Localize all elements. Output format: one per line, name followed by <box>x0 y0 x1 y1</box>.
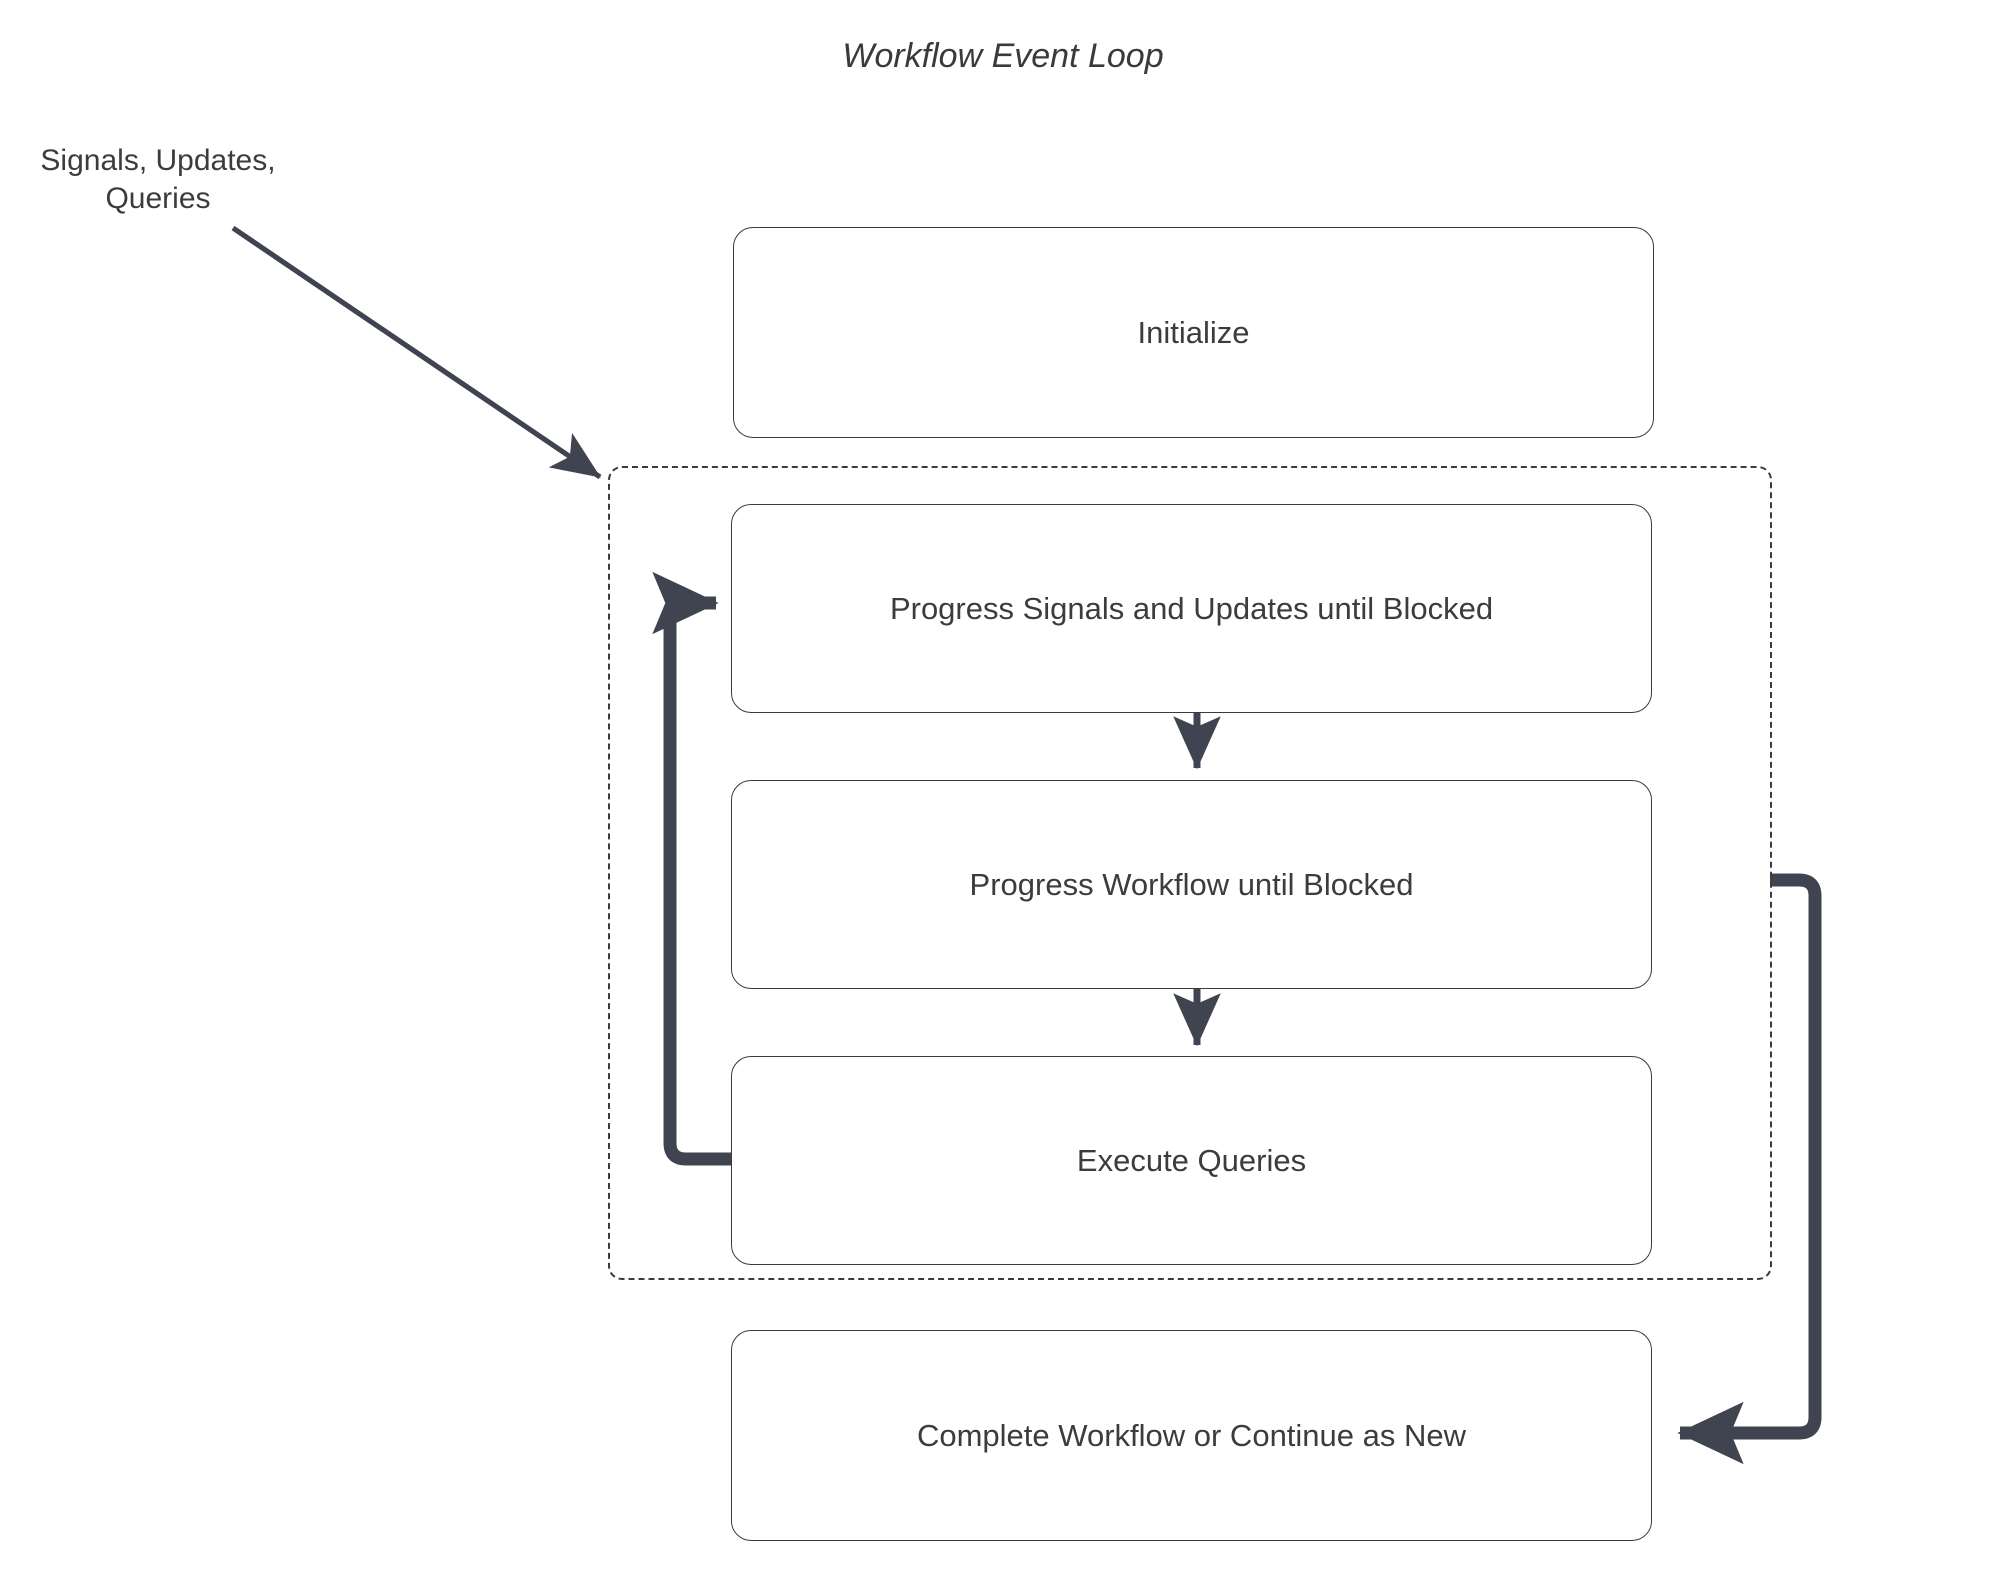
node-progress-workflow[interactable]: Progress Workflow until Blocked <box>731 780 1652 989</box>
edge-group-to-complete <box>1677 873 1822 1465</box>
node-complete-workflow-label: Complete Workflow or Continue as New <box>916 1417 1467 1453</box>
node-execute-queries[interactable]: Execute Queries <box>731 1056 1652 1265</box>
node-initialize[interactable]: Initialize <box>733 227 1654 438</box>
event-loop-group <box>608 466 1772 1280</box>
edge-queries-loop-back <box>652 571 733 1166</box>
node-progress-signals[interactable]: Progress Signals and Updates until Block… <box>731 504 1652 713</box>
node-complete-workflow[interactable]: Complete Workflow or Continue as New <box>731 1330 1652 1541</box>
edge-external-to-group <box>231 225 602 480</box>
node-progress-workflow-label: Progress Workflow until Blocked <box>969 866 1414 902</box>
node-progress-signals-label: Progress Signals and Updates until Block… <box>889 590 1494 626</box>
node-initialize-label: Initialize <box>1137 314 1250 350</box>
node-execute-queries-label: Execute Queries <box>1076 1142 1307 1178</box>
